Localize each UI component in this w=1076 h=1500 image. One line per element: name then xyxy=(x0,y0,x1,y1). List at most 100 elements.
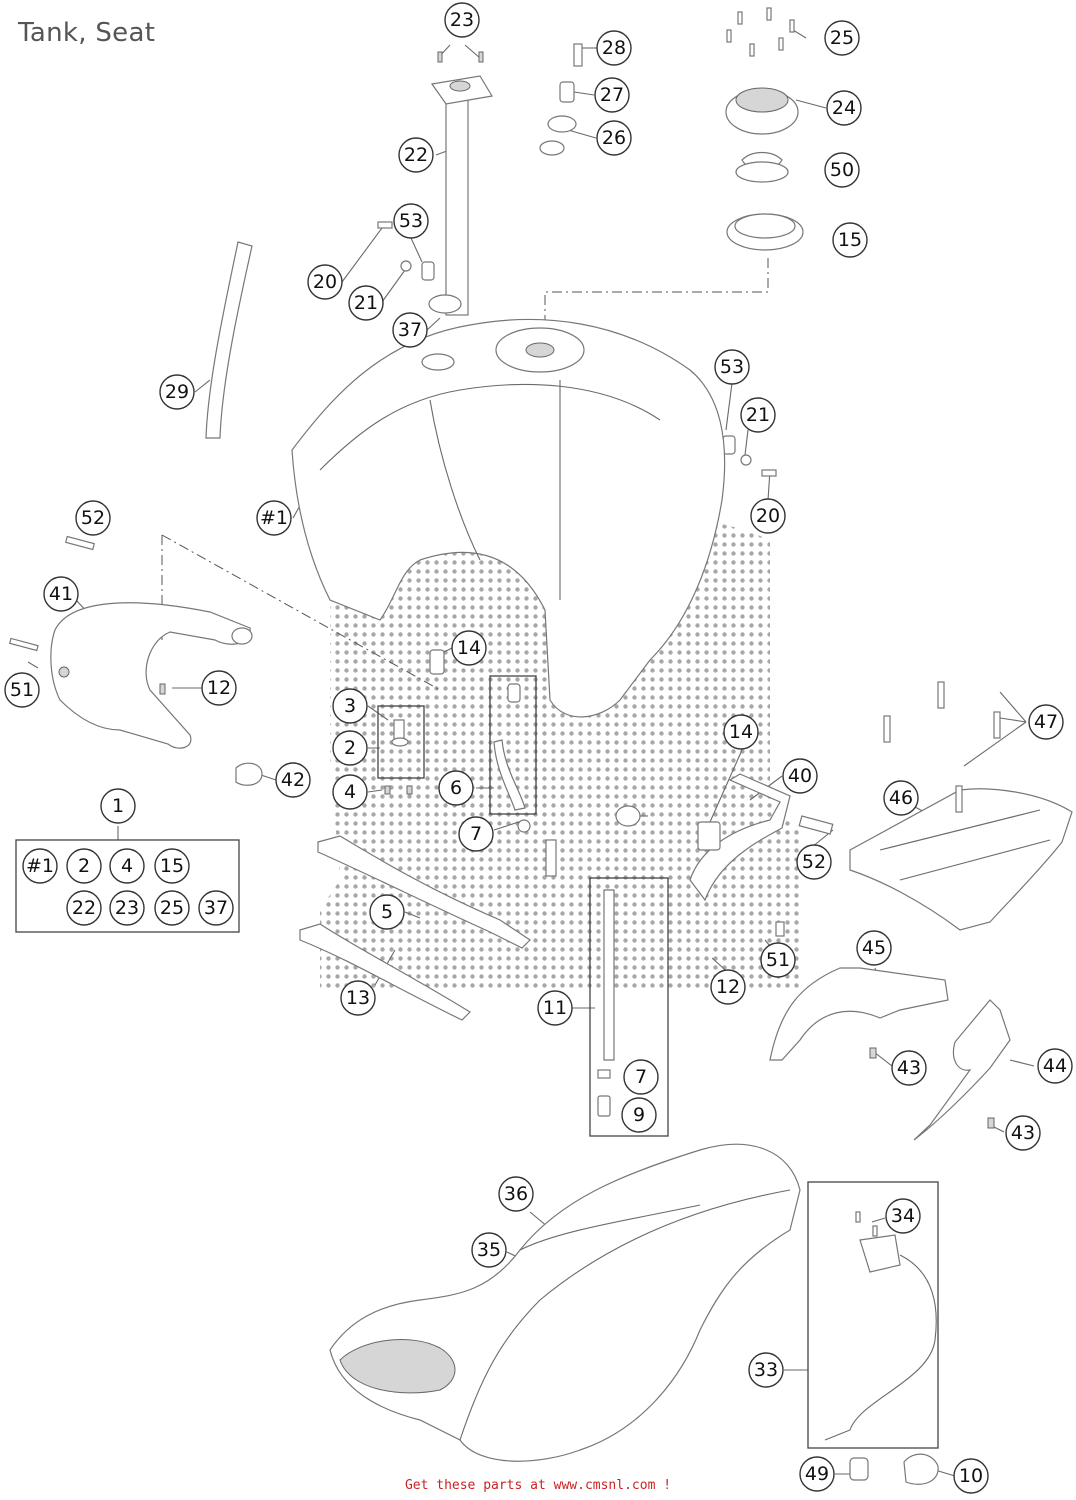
part-callout[interactable]: 52 xyxy=(796,844,832,880)
part-callout[interactable]: 2 xyxy=(332,730,368,766)
kit-item-label: 22 xyxy=(72,897,96,919)
part-callout[interactable]: 35 xyxy=(471,1232,507,1268)
part-callout[interactable]: 21 xyxy=(348,285,384,321)
part-callout[interactable]: 44 xyxy=(1037,1048,1073,1084)
part-number: #1 xyxy=(260,507,288,529)
part-number: 51 xyxy=(10,679,34,701)
fuel-tank xyxy=(291,318,726,718)
fuel-pump-tube xyxy=(430,75,493,316)
part-number: 29 xyxy=(165,381,189,403)
part-number: 7 xyxy=(635,1066,647,1088)
part-callout[interactable]: 37 xyxy=(392,312,428,348)
part-number: 43 xyxy=(1011,1122,1035,1144)
part-callout[interactable]: 4 xyxy=(332,774,368,810)
part-callout[interactable]: 33 xyxy=(748,1352,784,1388)
part-callout[interactable]: 49 xyxy=(799,1456,835,1492)
filler-cap xyxy=(725,87,804,251)
part-callout[interactable]: 51 xyxy=(4,672,40,708)
part-callout[interactable]: 29 xyxy=(159,374,195,410)
part-number: 11 xyxy=(543,997,567,1019)
part-number: 53 xyxy=(399,210,423,232)
grab-handle-right xyxy=(913,999,1011,1141)
part-callout[interactable]: 14 xyxy=(451,630,487,666)
part-callout[interactable]: 46 xyxy=(883,780,919,816)
part-callout[interactable]: 23 xyxy=(444,2,480,38)
part-number: 14 xyxy=(729,721,753,743)
part-callout[interactable]: 52 xyxy=(75,500,111,536)
center-fittings xyxy=(384,649,641,877)
top-fasteners xyxy=(377,7,795,477)
part-number: 25 xyxy=(830,27,854,49)
part-number: 42 xyxy=(281,769,305,791)
part-number: 24 xyxy=(832,97,856,119)
part-callout[interactable]: 7 xyxy=(623,1059,659,1095)
part-callout[interactable]: 10 xyxy=(953,1458,989,1494)
part-callout[interactable]: 53 xyxy=(714,349,750,385)
part-number: 4 xyxy=(344,781,356,803)
part-callout[interactable]: 24 xyxy=(826,90,862,126)
kit-item-label: 15 xyxy=(160,855,184,877)
part-callout[interactable]: 40 xyxy=(782,758,818,794)
part-number: 5 xyxy=(381,901,393,923)
part-callout[interactable]: 53 xyxy=(393,203,429,239)
part-callout[interactable]: 21 xyxy=(740,397,776,433)
part-callout[interactable]: 7 xyxy=(458,816,494,852)
part-callout[interactable]: 43 xyxy=(1005,1115,1041,1151)
part-callout[interactable]: 13 xyxy=(340,980,376,1016)
part-callout[interactable]: 20 xyxy=(307,264,343,300)
part-callout[interactable]: 12 xyxy=(710,969,746,1005)
part-callout[interactable]: 6 xyxy=(438,770,474,806)
part-number: 12 xyxy=(716,976,740,998)
part-callout[interactable]: 45 xyxy=(856,930,892,966)
part-callout[interactable]: 25 xyxy=(824,20,860,56)
seat-lock-cable xyxy=(824,1211,939,1485)
part-callout[interactable]: 34 xyxy=(885,1198,921,1234)
part-callout[interactable]: 22 xyxy=(398,137,434,173)
part-callout[interactable]: 9 xyxy=(621,1097,657,1133)
part-number: 53 xyxy=(720,356,744,378)
part-number: 13 xyxy=(346,987,370,1009)
footer-link[interactable]: Get these parts at www.cmsnl.com ! xyxy=(404,1478,672,1493)
part-number: 21 xyxy=(354,292,378,314)
part-callout[interactable]: 12 xyxy=(201,670,237,706)
part-callout[interactable]: 26 xyxy=(596,120,632,156)
part-number: 2 xyxy=(344,737,356,759)
part-callout[interactable]: #1 xyxy=(256,500,292,536)
part-callout[interactable]: 50 xyxy=(824,152,860,188)
part-callout[interactable]: 15 xyxy=(832,222,868,258)
part-callout[interactable]: 11 xyxy=(537,990,573,1026)
luggage-rack xyxy=(849,681,1073,931)
grab-handle-left xyxy=(769,967,949,1061)
kit-group-callout: 1 xyxy=(100,788,136,824)
seat xyxy=(329,1143,801,1462)
part-number: 21 xyxy=(746,404,770,426)
part-callout[interactable]: 42 xyxy=(275,762,311,798)
watermark-dot-pattern xyxy=(320,510,800,990)
part-number: 34 xyxy=(891,1205,915,1227)
part-number: 6 xyxy=(450,777,462,799)
part-callout[interactable]: 3 xyxy=(332,688,368,724)
part-number: 50 xyxy=(830,159,854,181)
part-number: 37 xyxy=(398,319,422,341)
part-callout[interactable]: 28 xyxy=(596,30,632,66)
part-number: 9 xyxy=(633,1104,645,1126)
part-number: 10 xyxy=(959,1465,983,1487)
part-number: 12 xyxy=(207,677,231,699)
part-callout[interactable]: 47 xyxy=(1028,704,1064,740)
part-callout[interactable]: 51 xyxy=(760,942,796,978)
part-number: 14 xyxy=(457,637,481,659)
part-number: 23 xyxy=(450,9,474,31)
part-number: 3 xyxy=(344,695,356,717)
part-callout[interactable]: 36 xyxy=(498,1176,534,1212)
part-callout[interactable]: 5 xyxy=(369,894,405,930)
part-callout[interactable]: 41 xyxy=(43,576,79,612)
part-callout[interactable]: 27 xyxy=(594,77,630,113)
overflow-hose xyxy=(597,889,615,1117)
part-number: 47 xyxy=(1034,711,1058,733)
part-number: 41 xyxy=(49,583,73,605)
part-number: 22 xyxy=(404,144,428,166)
part-callout[interactable]: 43 xyxy=(891,1050,927,1086)
part-callout[interactable]: 20 xyxy=(750,498,786,534)
part-number: 7 xyxy=(470,823,482,845)
part-callout[interactable]: 14 xyxy=(723,714,759,750)
